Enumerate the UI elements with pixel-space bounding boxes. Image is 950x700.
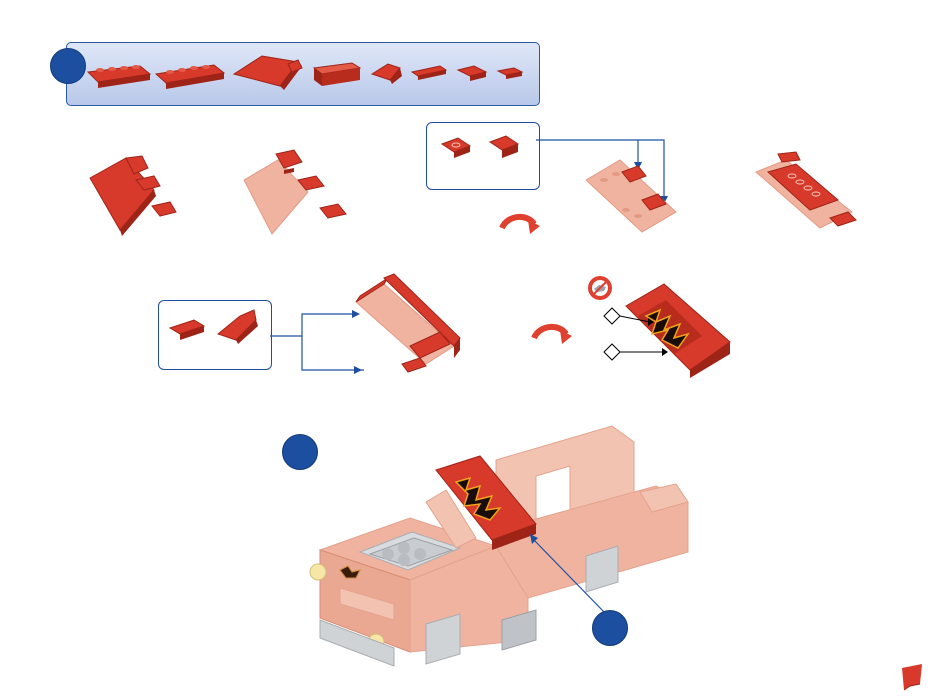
callout-plates-parts [434,130,530,170]
part-plate-2x2 [458,66,486,81]
part-brick-1x4 [314,63,360,86]
rotate-arrow-icon-2 [530,322,574,348]
part-wedge-plate [234,56,302,90]
substep-3-base-with-plates [582,150,692,240]
substep-1-wedge-base [80,150,190,240]
part-plate-1x2 [498,68,522,79]
page-corner-flag [900,662,926,692]
part-plate-2x2-b [490,136,518,158]
callout-slope-parts [164,306,264,346]
part-plate-2x6 [156,65,224,89]
parts-list-pieces [84,50,534,94]
rotate-arrow-icon [498,212,542,238]
part-slope-curved [218,310,258,344]
substep-6-roof-sticker [590,276,734,380]
part-tile-round [442,138,470,158]
part-plate-1x4-b [170,320,204,340]
truck-assembly-main [300,420,700,682]
substep-4-long-plate [752,150,862,236]
substep-2-add-plates [238,148,348,240]
diamond-marker-2 [604,344,668,360]
part-slope-1x3 [372,64,402,84]
step-number-circle [50,48,86,84]
step-number-circle-3 [592,610,628,646]
substep-5-roof-assembly [350,272,470,376]
part-plate-1x4 [412,66,446,80]
part-plate-2x4 [88,65,150,88]
